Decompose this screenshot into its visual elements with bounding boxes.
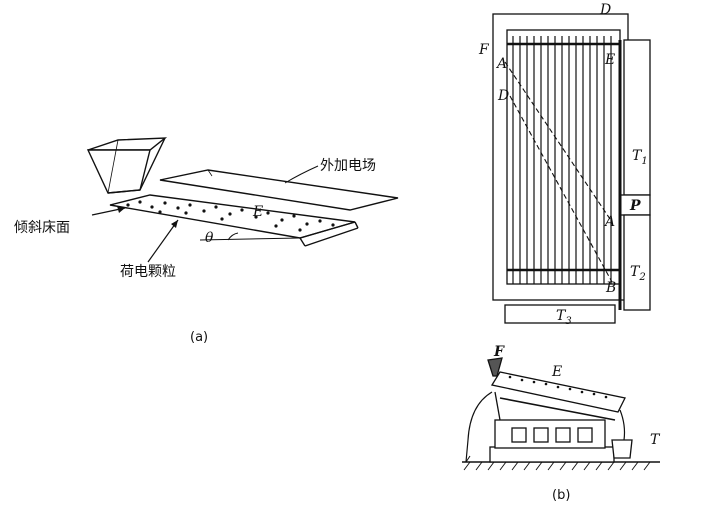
external-field-plate bbox=[159, 169, 399, 211]
angle-arc bbox=[227, 232, 239, 241]
charged-particles bbox=[126, 200, 335, 232]
caption-b: (b) bbox=[552, 488, 570, 503]
outlet-t3 bbox=[504, 304, 616, 324]
part-b-side-view bbox=[462, 357, 660, 471]
feeder-hopper bbox=[487, 357, 503, 377]
path-a-to-a bbox=[504, 61, 613, 223]
label-a-bottom: A bbox=[603, 214, 615, 230]
electrode-slats bbox=[512, 36, 612, 284]
label-p: P bbox=[629, 198, 641, 214]
label-e-top: E bbox=[604, 52, 615, 68]
label-inclined-bed: 倾斜床面 bbox=[14, 220, 70, 236]
label-a-top: A bbox=[495, 56, 507, 72]
label-t-side: T bbox=[650, 432, 661, 448]
label-external-field: 外加电场 bbox=[320, 158, 376, 174]
inner-frame bbox=[506, 29, 621, 285]
part-b-top-view bbox=[492, 13, 651, 324]
external-field-pointer bbox=[284, 165, 319, 184]
ground-hatch bbox=[463, 461, 651, 471]
label-charged-particles: 荷电颗粒 bbox=[120, 264, 176, 280]
label-t3: T3 bbox=[556, 308, 572, 327]
label-b: B bbox=[605, 280, 616, 296]
outlet-t1 bbox=[623, 39, 651, 196]
inclined-bed-arrow bbox=[91, 206, 126, 216]
label-field-e: E bbox=[252, 204, 263, 220]
inclined-bed bbox=[109, 194, 359, 247]
label-t2: T2 bbox=[630, 264, 646, 283]
caption-a: (a) bbox=[190, 330, 208, 345]
label-d-top: D bbox=[599, 2, 611, 18]
label-e-side: E bbox=[551, 364, 562, 380]
label-d-mid: D bbox=[497, 88, 509, 104]
hopper bbox=[86, 137, 168, 194]
outlet-t2 bbox=[623, 214, 651, 311]
label-f-side: F bbox=[493, 344, 505, 360]
label-angle-theta: θ bbox=[205, 230, 214, 246]
machine-base bbox=[494, 419, 606, 449]
path-d-to-b bbox=[509, 95, 613, 283]
charged-particles-arrow bbox=[147, 219, 179, 263]
label-f-top: F bbox=[478, 42, 490, 58]
collector-t bbox=[611, 439, 633, 459]
part-a bbox=[86, 137, 399, 263]
label-t1: T1 bbox=[632, 148, 648, 167]
